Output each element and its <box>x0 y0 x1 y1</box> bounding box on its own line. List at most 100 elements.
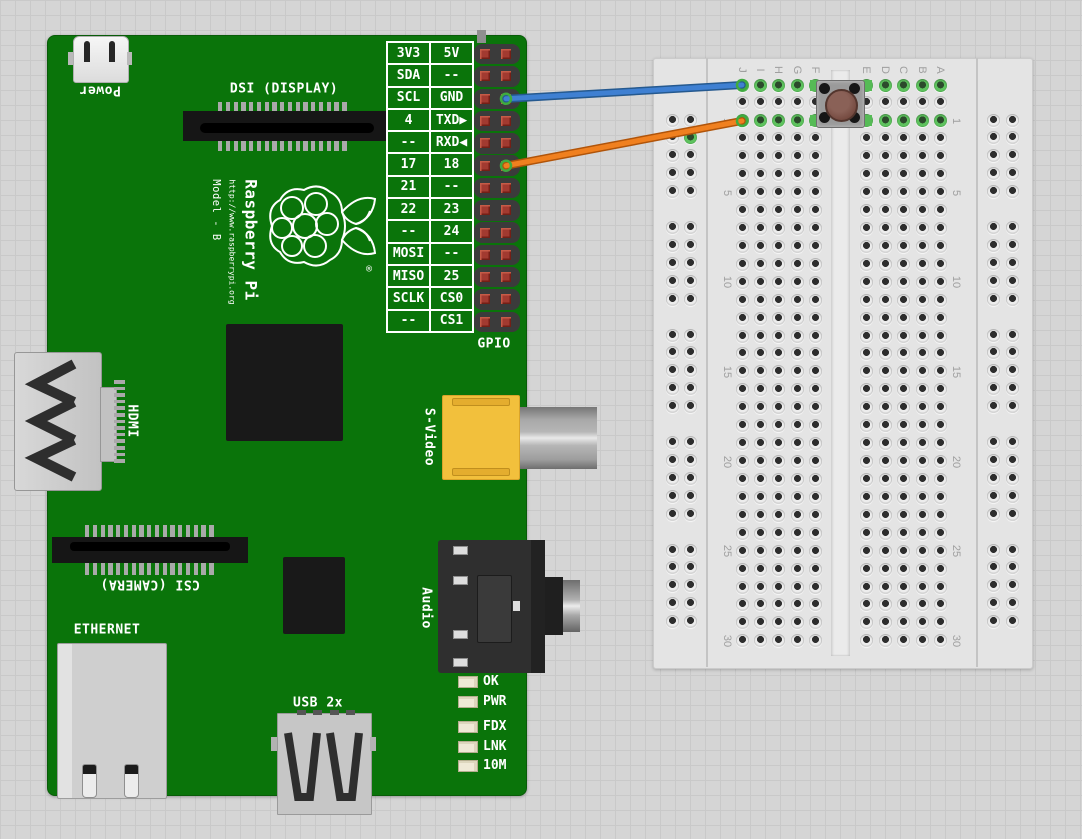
breadboard-hole[interactable] <box>896 221 910 235</box>
power-rail-hole[interactable] <box>665 364 679 378</box>
breadboard-hole[interactable] <box>771 472 785 486</box>
breadboard-hole[interactable] <box>735 114 749 128</box>
breadboard-hole[interactable] <box>753 275 767 289</box>
power-rail-hole[interactable] <box>665 292 679 306</box>
power-rail-hole[interactable] <box>986 382 1000 396</box>
breadboard-hole[interactable] <box>859 239 873 253</box>
breadboard-hole[interactable] <box>933 419 947 433</box>
power-rail-hole[interactable] <box>665 597 679 611</box>
breadboard-hole[interactable] <box>859 293 873 307</box>
breadboard-hole[interactable] <box>915 562 929 576</box>
breadboard-hole[interactable] <box>735 150 749 164</box>
breadboard-hole[interactable] <box>878 365 892 379</box>
breadboard-hole[interactable] <box>878 347 892 361</box>
breadboard-hole[interactable] <box>878 634 892 648</box>
breadboard-hole[interactable] <box>896 150 910 164</box>
breadboard-hole[interactable] <box>859 634 873 648</box>
breadboard-hole[interactable] <box>771 275 785 289</box>
breadboard-hole[interactable] <box>933 437 947 451</box>
power-rail-hole[interactable] <box>1005 238 1019 252</box>
breadboard-hole[interactable] <box>933 329 947 343</box>
power-rail-hole[interactable] <box>665 149 679 163</box>
breadboard-hole[interactable] <box>896 383 910 397</box>
power-rail-hole[interactable] <box>1005 221 1019 234</box>
breadboard-hole[interactable] <box>808 347 822 361</box>
breadboard-hole[interactable] <box>896 329 910 343</box>
power-rail-hole[interactable] <box>1005 346 1019 360</box>
breadboard-hole[interactable] <box>859 562 873 576</box>
gpio-pin[interactable] <box>501 93 511 104</box>
breadboard-hole[interactable] <box>808 490 822 504</box>
power-rail-hole[interactable] <box>665 615 679 629</box>
breadboard-hole[interactable] <box>878 544 892 558</box>
breadboard-hole[interactable] <box>915 508 929 522</box>
power-rail-hole[interactable] <box>1005 131 1019 145</box>
power-rail-hole[interactable] <box>986 221 1000 234</box>
breadboard-hole[interactable] <box>915 221 929 235</box>
breadboard-hole[interactable] <box>859 132 873 146</box>
gpio-pin[interactable] <box>480 49 490 60</box>
breadboard-hole[interactable] <box>915 347 929 361</box>
breadboard-hole[interactable] <box>790 114 804 128</box>
power-rail-hole[interactable] <box>1005 274 1019 288</box>
breadboard-hole[interactable] <box>735 96 749 110</box>
breadboard-hole[interactable] <box>771 347 785 361</box>
breadboard-hole[interactable] <box>859 616 873 630</box>
breadboard-hole[interactable] <box>896 311 910 325</box>
breadboard-hole[interactable] <box>771 437 785 451</box>
breadboard-hole[interactable] <box>790 78 804 92</box>
breadboard-hole[interactable] <box>735 598 749 612</box>
breadboard-hole[interactable] <box>933 455 947 469</box>
breadboard-hole[interactable] <box>896 78 910 92</box>
breadboard-hole[interactable] <box>735 455 749 469</box>
breadboard-hole[interactable] <box>915 293 929 307</box>
breadboard-hole[interactable] <box>735 383 749 397</box>
breadboard-hole[interactable] <box>878 401 892 415</box>
power-rail-hole[interactable] <box>665 238 679 252</box>
breadboard-hole[interactable] <box>790 275 804 289</box>
power-rail-hole[interactable] <box>683 167 697 181</box>
breadboard-hole[interactable] <box>808 634 822 648</box>
breadboard-hole[interactable] <box>753 204 767 217</box>
breadboard-hole[interactable] <box>915 455 929 469</box>
power-rail-hole[interactable] <box>683 185 697 199</box>
power-rail-hole[interactable] <box>1005 328 1019 342</box>
breadboard-hole[interactable] <box>753 490 767 504</box>
breadboard-hole[interactable] <box>808 329 822 343</box>
breadboard-hole[interactable] <box>878 526 892 540</box>
power-rail-hole[interactable] <box>1005 453 1019 467</box>
breadboard-hole[interactable] <box>808 239 822 253</box>
power-rail-hole[interactable] <box>683 221 697 234</box>
breadboard-hole[interactable] <box>859 168 873 182</box>
breadboard-hole[interactable] <box>896 472 910 486</box>
power-rail-hole[interactable] <box>683 274 697 288</box>
breadboard-hole[interactable] <box>859 508 873 522</box>
power-rail-hole[interactable] <box>665 400 679 414</box>
breadboard-hole[interactable] <box>808 293 822 307</box>
breadboard-hole[interactable] <box>790 221 804 235</box>
breadboard-hole[interactable] <box>753 114 767 128</box>
power-rail-hole[interactable] <box>986 113 1000 127</box>
power-rail-hole[interactable] <box>683 400 697 414</box>
breadboard-hole[interactable] <box>933 204 947 217</box>
breadboard-hole[interactable] <box>878 257 892 271</box>
breadboard-hole[interactable] <box>753 96 767 110</box>
gpio-pin[interactable] <box>480 227 490 238</box>
breadboard-hole[interactable] <box>878 455 892 469</box>
breadboard-hole[interactable] <box>933 490 947 504</box>
breadboard-hole[interactable] <box>753 78 767 92</box>
breadboard-hole[interactable] <box>933 508 947 522</box>
breadboard-hole[interactable] <box>790 580 804 594</box>
breadboard-hole[interactable] <box>771 616 785 630</box>
breadboard-hole[interactable] <box>735 419 749 433</box>
breadboard-hole[interactable] <box>878 186 892 200</box>
breadboard-hole[interactable] <box>735 132 749 146</box>
breadboard-hole[interactable] <box>808 598 822 612</box>
breadboard-hole[interactable] <box>896 598 910 612</box>
breadboard-hole[interactable] <box>915 634 929 648</box>
power-rail-hole[interactable] <box>1005 382 1019 396</box>
breadboard-hole[interactable] <box>735 221 749 235</box>
breadboard-hole[interactable] <box>933 401 947 415</box>
breadboard-hole[interactable] <box>808 616 822 630</box>
breadboard-hole[interactable] <box>878 490 892 504</box>
